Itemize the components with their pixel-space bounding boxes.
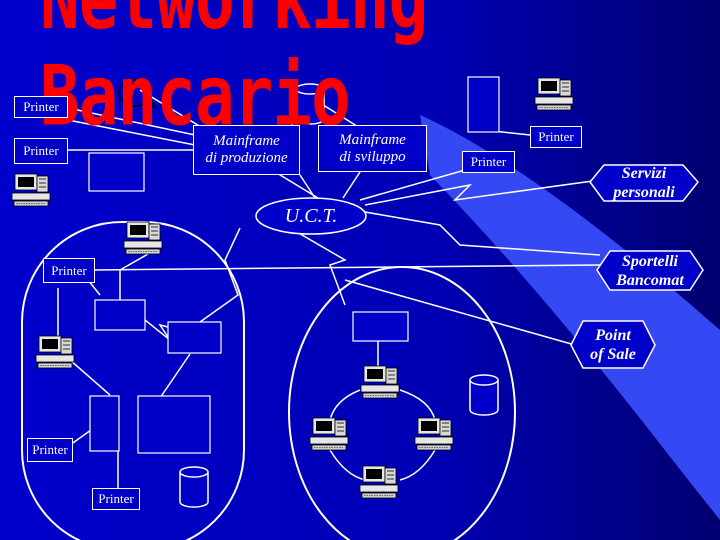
uct-ellipse — [255, 197, 367, 235]
printer-box: Printer — [462, 151, 515, 173]
atm-label: Sportelli Bancomat — [616, 252, 684, 289]
printer-box: Printer — [14, 96, 68, 118]
background-swoosh — [420, 115, 720, 520]
computer-icon — [123, 221, 163, 255]
database-icon — [469, 374, 499, 416]
hexagon-pos — [570, 320, 656, 369]
hexagon-atm — [596, 250, 704, 291]
mainframe-production-box: Mainframe di produzione — [193, 125, 300, 175]
printer-box: Printer — [14, 138, 68, 164]
printer-box: Printer — [27, 438, 73, 462]
printer-box: Printer — [92, 488, 140, 510]
computer-icon — [309, 417, 349, 451]
device-boxes — [88, 76, 500, 454]
mainframe-development-box: Mainframe di sviluppo — [318, 125, 427, 172]
computer-icon — [359, 465, 399, 499]
database-icon — [179, 466, 209, 508]
printer-box: Printer — [530, 126, 582, 148]
computer-icon — [11, 173, 51, 207]
computer-icon — [35, 335, 75, 369]
slide-title: Networking Bancario — [40, 0, 428, 145]
uct-label: U.C.T. — [284, 204, 338, 227]
computer-icon — [414, 417, 454, 451]
computer-icon — [360, 365, 400, 399]
pos-label: Point of Sale — [590, 327, 636, 363]
services-label: Servizi personali — [613, 165, 675, 201]
terminal-bubble-icon — [118, 79, 157, 109]
printer-box: Printer — [43, 258, 95, 283]
hexagon-services — [589, 164, 699, 202]
